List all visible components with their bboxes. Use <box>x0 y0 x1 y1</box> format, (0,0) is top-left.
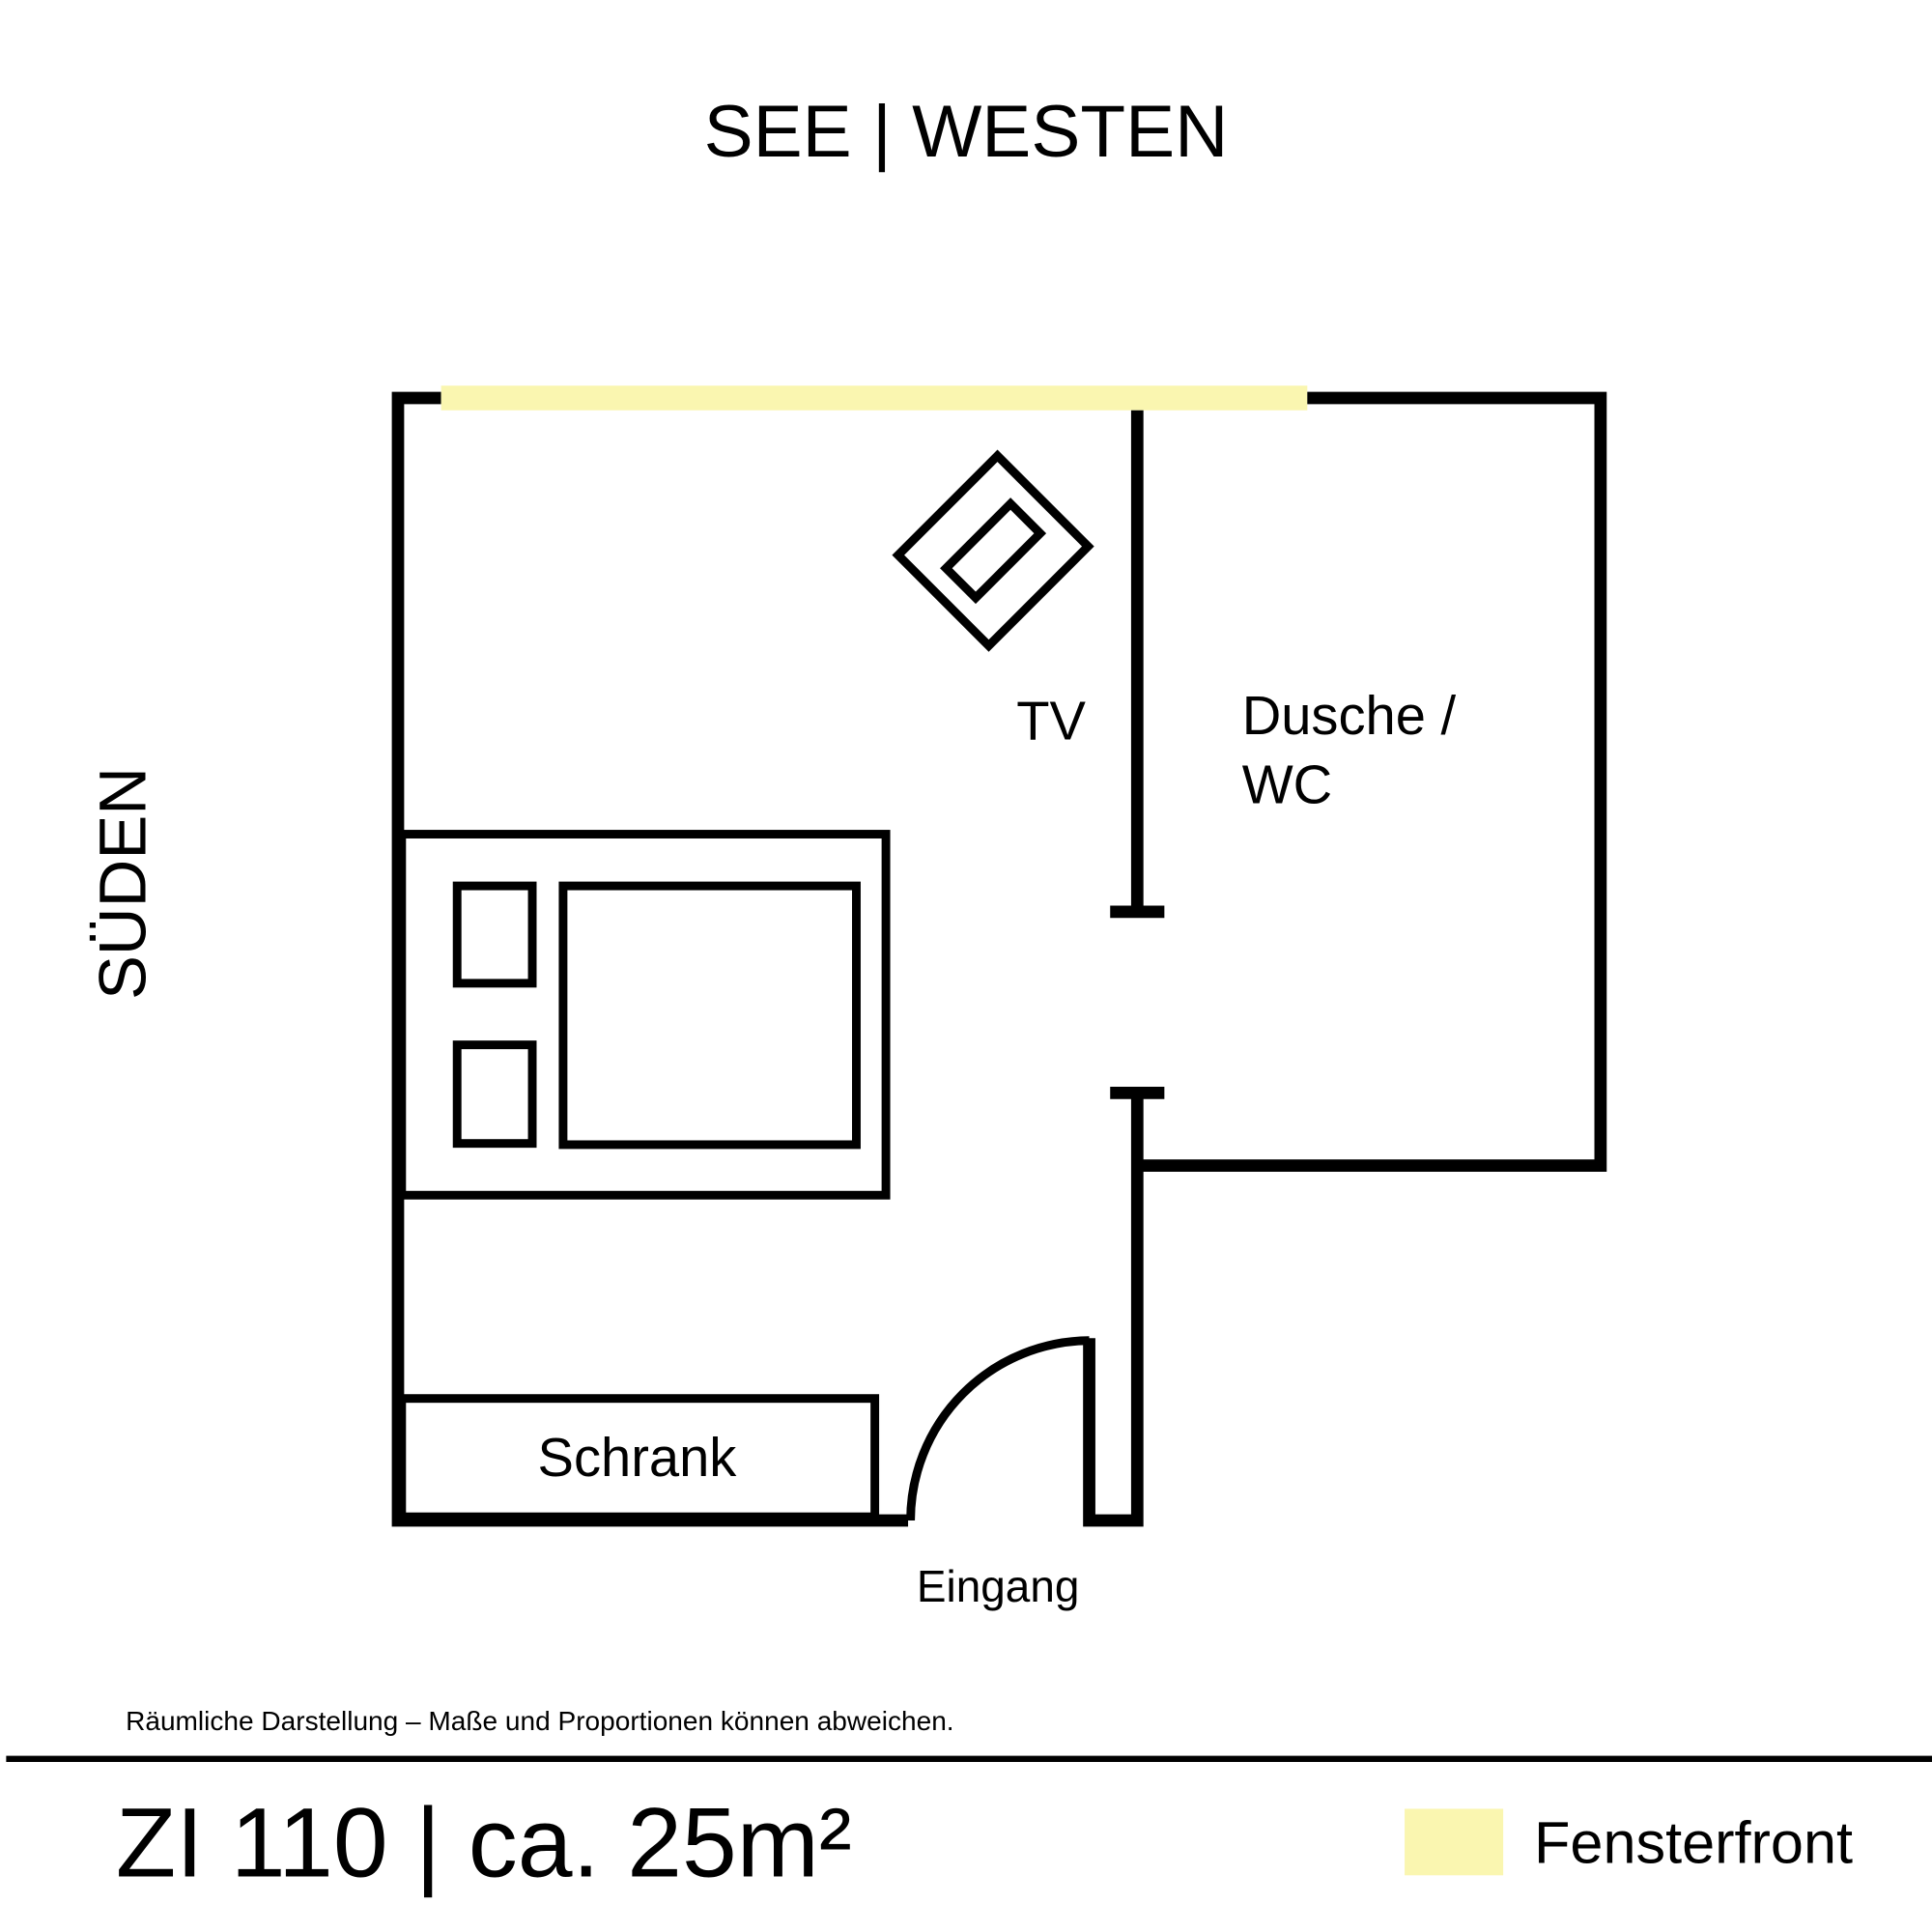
legend-swatch <box>1405 1808 1504 1876</box>
wall-main <box>391 391 909 1527</box>
disclaimer: Räumliche Darstellung – Maße und Proport… <box>126 1706 953 1736</box>
wardrobe-label: Schrank <box>538 1427 738 1488</box>
entrance-label: Eingang <box>917 1561 1079 1611</box>
room-title: ZI 110 | ca. 25m² <box>116 1788 852 1898</box>
legend-label: Fensterfront <box>1534 1810 1853 1876</box>
footer-divider <box>6 1755 1932 1762</box>
wardrobe <box>397 1394 880 1521</box>
entrance-door-swing <box>906 1336 1090 1520</box>
wall-bathroom <box>1137 391 1607 1173</box>
bathroom-label-line2: WC <box>1242 754 1332 815</box>
orientation-top: SEE | WESTEN <box>704 91 1229 173</box>
orientation-left: SÜDEN <box>86 767 160 1000</box>
window-front <box>440 385 1308 411</box>
tv-label: TV <box>1016 690 1086 751</box>
wall-entrance <box>1083 1093 1144 1527</box>
bathroom-label: Dusche / <box>1242 685 1457 746</box>
tv-icon <box>892 449 1094 652</box>
bed-icon <box>397 830 891 1200</box>
